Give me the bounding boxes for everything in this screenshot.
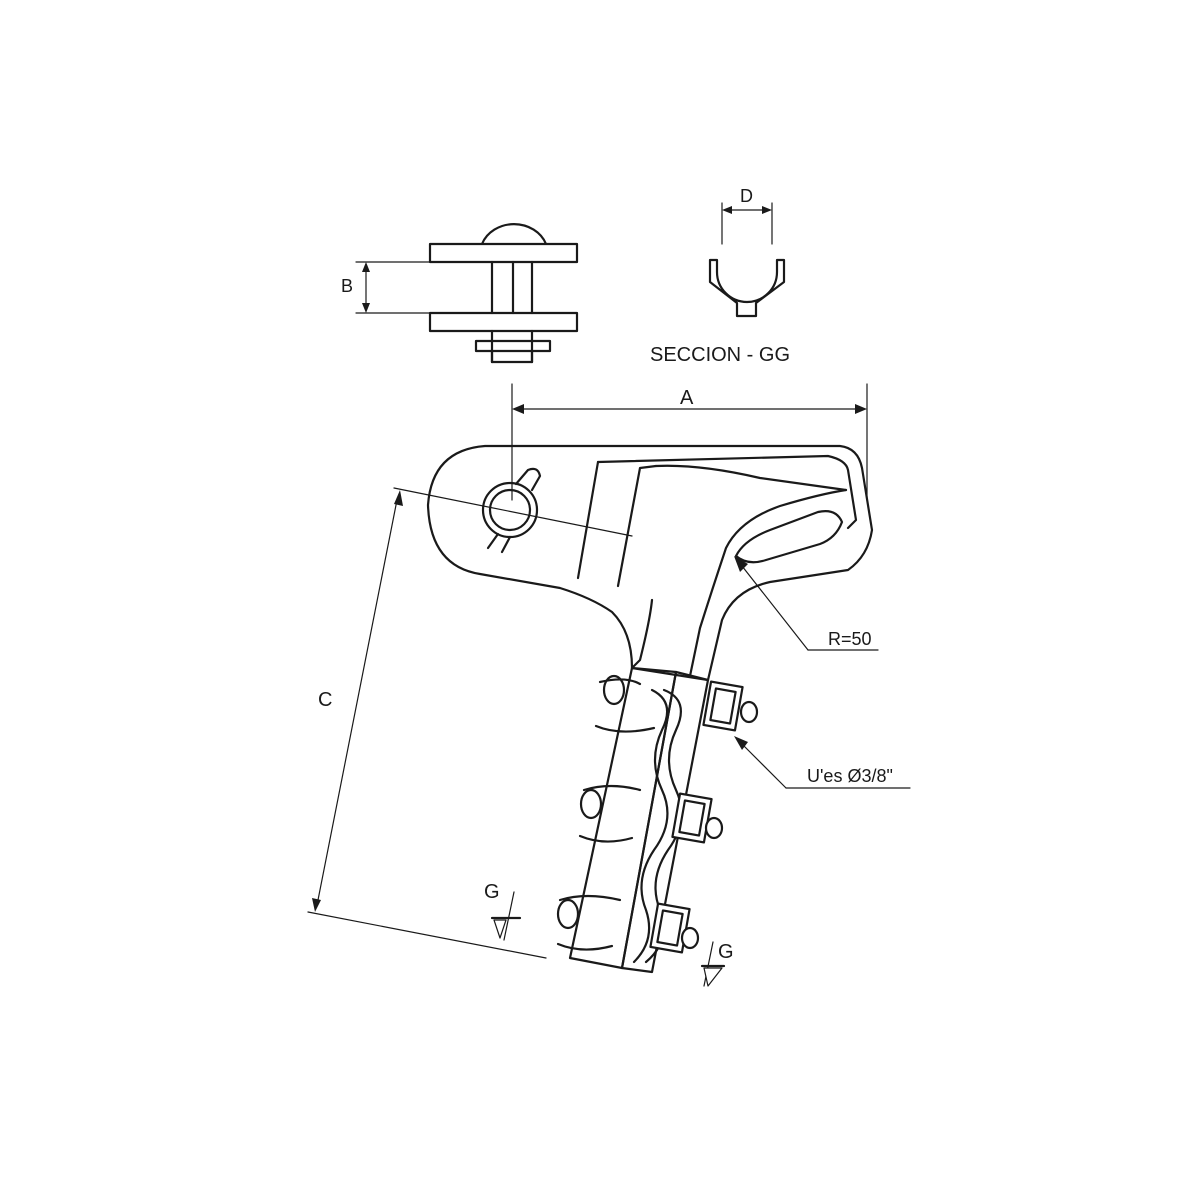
pin-side-view xyxy=(428,223,579,364)
dimension-b: B xyxy=(341,261,431,314)
section-mark-left: G xyxy=(484,881,522,941)
upper-plate xyxy=(428,242,579,264)
lower-plate xyxy=(428,311,579,333)
section-mark-left-label: G xyxy=(484,881,500,903)
dim-a-label: A xyxy=(680,387,694,409)
section-mark-right-label: G xyxy=(718,941,734,963)
dimension-c: C xyxy=(307,487,633,959)
clamp-body xyxy=(426,444,874,682)
section-title: SECCION - GG xyxy=(650,344,790,366)
clamp-outline xyxy=(426,444,874,682)
u-bolt-callout: U'es Ø3/8" xyxy=(734,736,911,789)
section-mark-right: G xyxy=(700,941,734,987)
dim-d-label: D xyxy=(740,186,753,206)
u-profile xyxy=(708,258,786,318)
dim-c-label: C xyxy=(318,689,332,711)
pin-hole xyxy=(481,467,542,554)
keeper-assembly xyxy=(556,666,759,974)
pin-head xyxy=(480,223,548,246)
u-bolt-1 xyxy=(602,674,759,732)
u-bolt-2 xyxy=(579,788,724,844)
section-gg-view: D SECCION - GG xyxy=(650,186,790,366)
dim-b-label: B xyxy=(341,276,353,296)
u-bolt-label: U'es Ø3/8" xyxy=(807,766,893,786)
dimension-a: A xyxy=(511,383,868,501)
u-bolt-3 xyxy=(556,898,700,954)
cotter-pin xyxy=(474,339,552,353)
radius-callout: R=50 xyxy=(734,556,879,651)
keeper-right xyxy=(620,670,710,974)
radius-label: R=50 xyxy=(828,629,872,649)
